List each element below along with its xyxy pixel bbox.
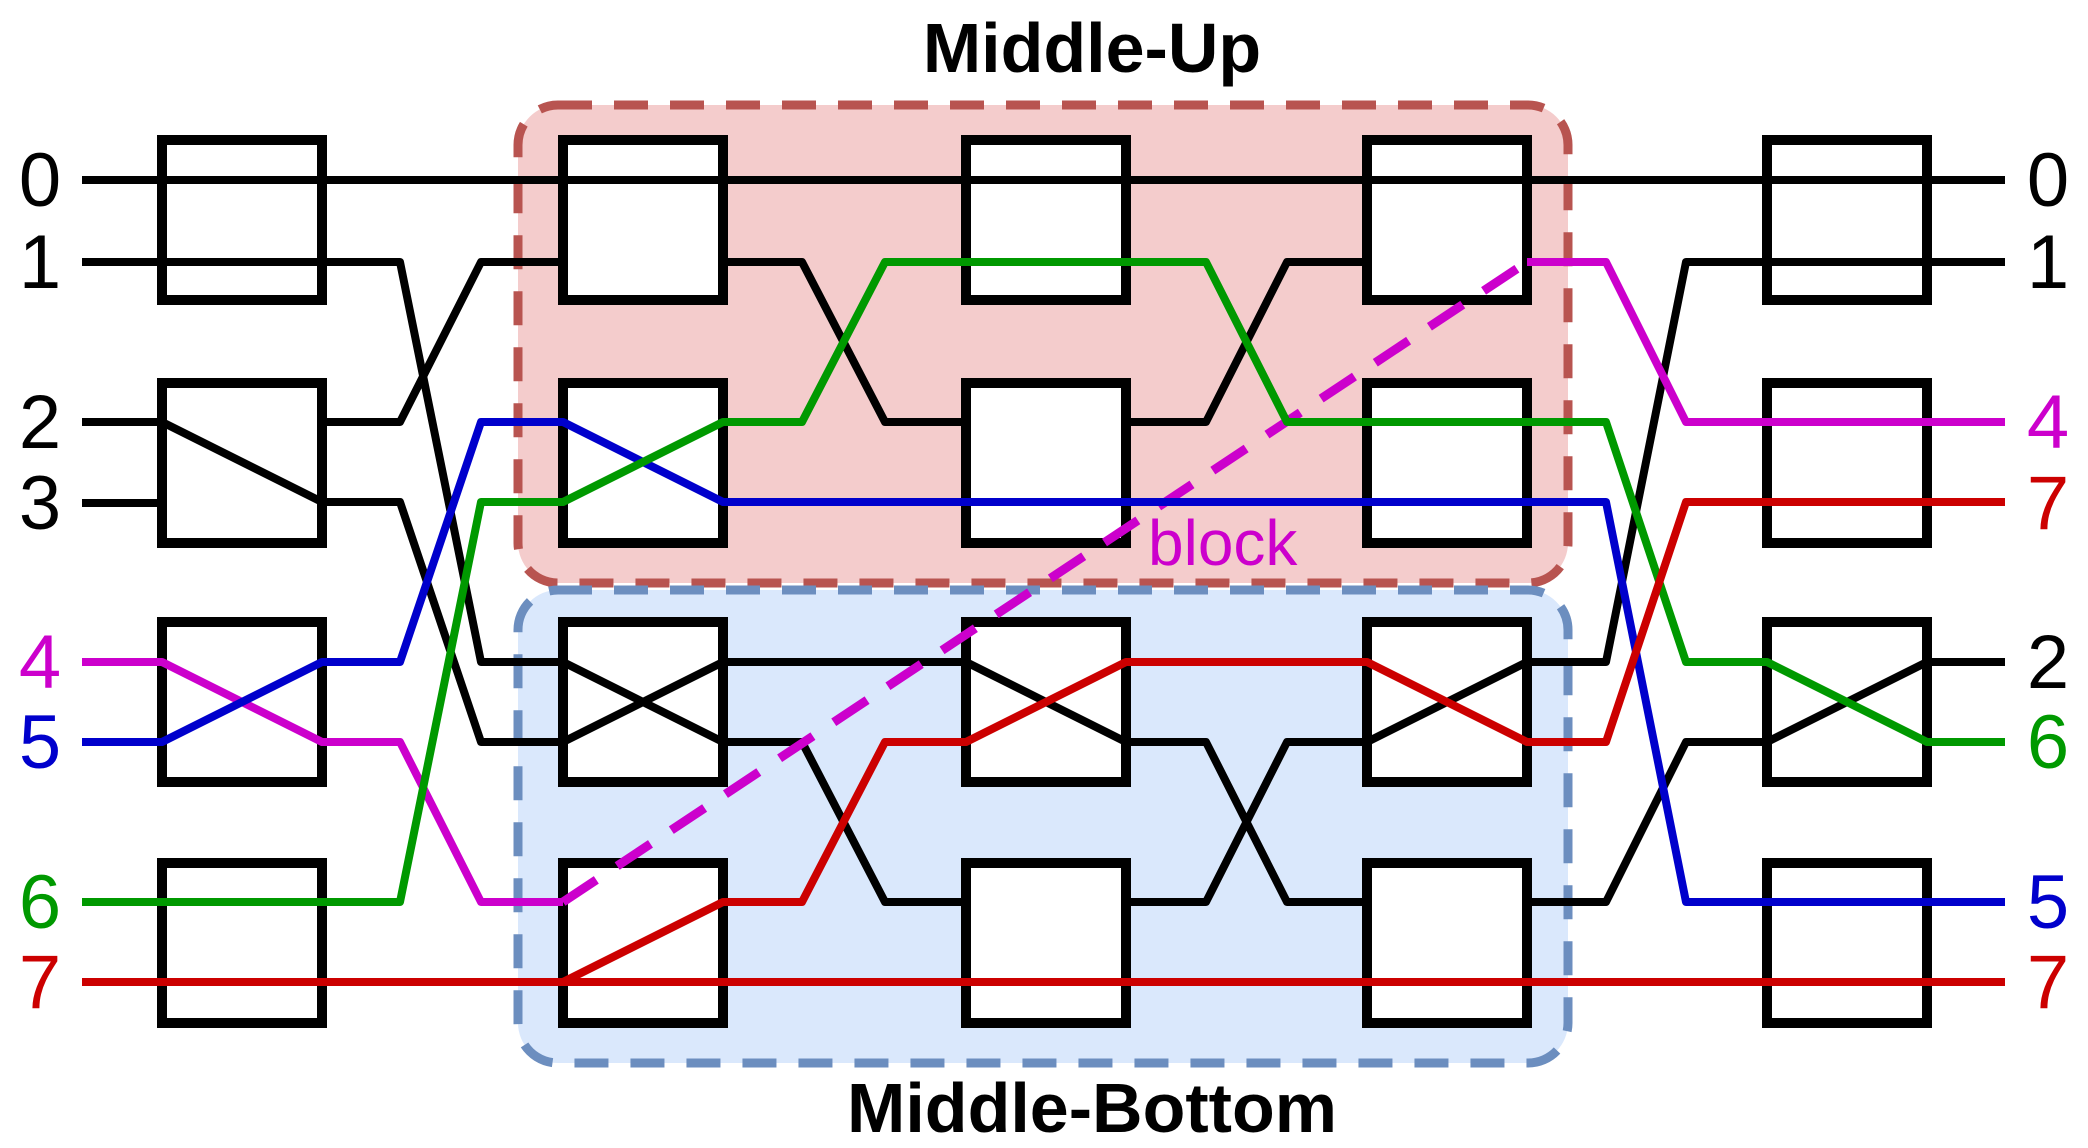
switch-box (1362, 378, 1532, 548)
wire-path (1527, 258, 2005, 666)
wire-path (82, 418, 324, 506)
middle-bottom-region (513, 585, 1573, 1068)
input-label-0: 0 (19, 138, 61, 223)
output-labels: 0 1 4 7 2 6 5 7 (2027, 138, 2069, 1025)
input-label-2: 2 (19, 380, 61, 465)
switch-box (961, 858, 1131, 1028)
switch-box (961, 378, 1131, 548)
output-label-5: 6 (2027, 700, 2069, 785)
wire-path (322, 258, 563, 426)
output-label-6: 5 (2027, 860, 2069, 945)
switch-box (1762, 378, 1932, 548)
wire-path (1126, 738, 1367, 906)
input-label-7: 7 (19, 940, 61, 1025)
output-label-3: 7 (2027, 461, 2069, 546)
wire-path (322, 498, 563, 746)
output-label-0: 0 (2027, 138, 2069, 223)
green-path (82, 258, 2005, 906)
switch-box (157, 858, 327, 1028)
output-label-2: 4 (2027, 380, 2069, 465)
switch-boxes (157, 135, 1932, 1028)
input-label-5: 5 (19, 700, 61, 785)
input-label-4: 4 (19, 620, 61, 705)
switch-box (1362, 135, 1532, 305)
red-path-branch (561, 498, 2005, 986)
output-label-4: 2 (2027, 620, 2069, 705)
magenta-path-output (1527, 258, 2005, 426)
middle-up-region (513, 100, 1573, 588)
input-label-6: 6 (19, 860, 61, 945)
switch-box (961, 135, 1131, 305)
output-label-7: 7 (2027, 940, 2069, 1025)
switch-box (157, 135, 327, 305)
black-wires (82, 176, 2005, 906)
switch-box (558, 617, 728, 787)
wire-path (82, 258, 563, 666)
input-label-3: 3 (19, 461, 61, 546)
wire-path (1527, 658, 2005, 906)
blue-path (82, 418, 2005, 906)
switch-box (1362, 858, 1532, 1028)
input-label-1: 1 (19, 220, 61, 305)
wire-path (561, 658, 725, 746)
switch-box (1762, 135, 1932, 305)
switch-box (1762, 858, 1932, 1028)
switch-box (558, 135, 728, 305)
magenta-path (82, 658, 563, 906)
input-labels: 0 1 2 3 4 5 6 7 (19, 138, 61, 1025)
middle-bottom-title: Middle-Bottom (847, 1069, 1337, 1147)
block-label: block (1148, 507, 1298, 579)
output-label-1: 1 (2027, 220, 2069, 305)
middle-up-title: Middle-Up (923, 9, 1261, 87)
